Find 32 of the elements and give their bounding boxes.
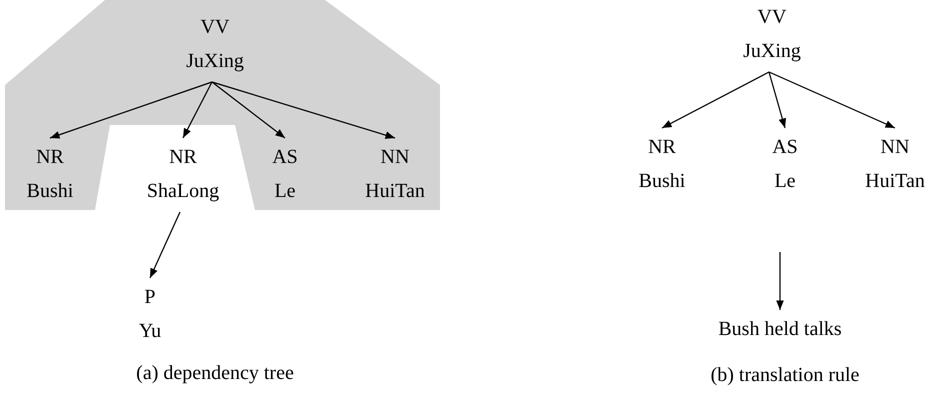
tree-node-label: Yu	[138, 319, 162, 344]
tree-node-label: NR	[36, 145, 64, 170]
tree-node-label: Bush held talks	[718, 317, 842, 342]
tree-node-label: VV	[758, 5, 786, 30]
arrow	[212, 82, 286, 138]
tree-node-label: VV	[200, 15, 230, 40]
tree-node-label: Le	[274, 179, 296, 204]
arrow	[768, 71, 896, 129]
arrow	[149, 212, 181, 278]
arrow	[212, 81, 396, 139]
caption: (b) translation rule	[710, 363, 860, 388]
arrow	[768, 72, 786, 128]
tree-node-label: NN	[380, 145, 410, 170]
tree-node-label: ShaLong	[146, 179, 220, 204]
tree-node-label: JuXing	[743, 39, 801, 64]
arrow	[182, 82, 213, 138]
arrow	[50, 81, 212, 139]
arrow	[776, 252, 784, 310]
tree-node-label: NR	[648, 135, 676, 160]
tree-node-label: Bushi	[638, 169, 686, 194]
caption: (a) dependency tree	[136, 361, 294, 386]
tree-node-label: Le	[774, 169, 796, 194]
arrow	[662, 71, 770, 129]
tree-node-label: Bushi	[26, 179, 74, 204]
tree-node-label: NN	[880, 135, 910, 160]
tree-node-label: JuXing	[186, 49, 244, 74]
tree-node-label: HuiTan	[365, 179, 425, 204]
tree-node-label: P	[144, 285, 156, 310]
tree-node-label: NR	[169, 145, 197, 170]
tree-node-label: AS	[772, 135, 798, 160]
tree-node-label: AS	[272, 145, 298, 170]
tree-node-label: HuiTan	[865, 169, 925, 194]
